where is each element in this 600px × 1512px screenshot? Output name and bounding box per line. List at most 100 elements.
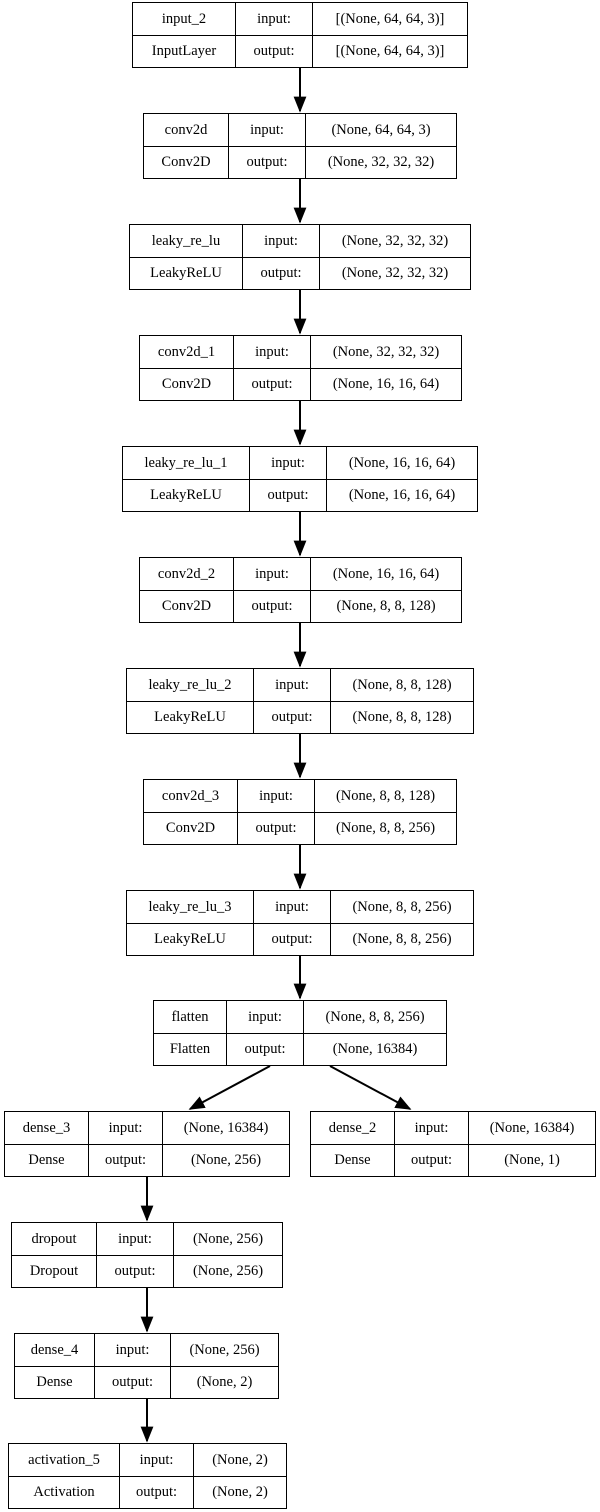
output-shape: (None, 1) <box>504 1152 560 1168</box>
input-shape: (None, 64, 64, 3) <box>331 121 431 138</box>
layer-class: Conv2D <box>140 590 234 622</box>
output-shape: (None, 2) <box>212 1484 268 1500</box>
layer-name: flatten <box>154 1001 227 1033</box>
output-shape: (None, 16, 16, 64) <box>332 376 440 392</box>
layer-class: LeakyReLU <box>130 257 243 289</box>
input-shape: (None, 16, 16, 64) <box>348 454 456 471</box>
input-label: input: <box>254 669 331 701</box>
layer-name: leaky_re_lu_1 <box>123 447 250 479</box>
output-label: output: <box>234 368 311 400</box>
input-shape: (None, 256) <box>189 1341 260 1358</box>
input-shape: (None, 32, 32, 32) <box>341 232 449 249</box>
input-label: input: <box>234 558 311 590</box>
output-label: output: <box>120 1476 194 1508</box>
output-label: output: <box>229 146 306 178</box>
input-label: input: <box>234 336 311 368</box>
layer-class: Dense <box>311 1144 395 1176</box>
layer-class: LeakyReLU <box>127 923 254 955</box>
input-label: input: <box>243 225 320 257</box>
output-shape: (None, 32, 32, 32) <box>327 154 435 170</box>
input-label: input: <box>89 1112 163 1144</box>
input-label: input: <box>254 891 331 923</box>
output-label: output: <box>238 812 315 844</box>
layer-name: leaky_re_lu_2 <box>127 669 254 701</box>
layer-name: dense_2 <box>311 1112 395 1144</box>
output-label: output: <box>227 1033 304 1065</box>
input-label: input: <box>120 1444 194 1476</box>
output-label: output: <box>95 1366 171 1398</box>
layer-class: LeakyReLU <box>123 479 250 511</box>
input-label: input: <box>238 780 315 812</box>
output-shape: (None, 8, 8, 256) <box>352 931 452 947</box>
input-label: input: <box>229 114 306 146</box>
input-shape: (None, 16384) <box>489 1119 575 1136</box>
output-shape: (None, 256) <box>192 1263 264 1279</box>
output-shape: (None, 8, 8, 256) <box>335 820 436 836</box>
layer-name: leaky_re_lu <box>130 225 243 257</box>
layer-name: leaky_re_lu_3 <box>127 891 254 923</box>
output-shape: (None, 256) <box>190 1152 262 1168</box>
input-label: input: <box>395 1112 469 1144</box>
edge-flatten-to-dense_3 <box>188 1065 271 1110</box>
output-label: output: <box>234 590 311 622</box>
layer-name: conv2d_1 <box>140 336 234 368</box>
output-label: output: <box>97 1255 174 1287</box>
input-shape: (None, 32, 32, 32) <box>332 343 440 360</box>
layer-name: activation_5 <box>9 1444 120 1476</box>
layer-class: Conv2D <box>144 812 238 844</box>
edge-flatten-to-dense_2 <box>329 1065 412 1110</box>
layer-class: Dropout <box>12 1255 97 1287</box>
input-label: input: <box>250 447 327 479</box>
output-label: output: <box>89 1144 163 1176</box>
input-shape: (None, 8, 8, 128) <box>335 787 436 804</box>
layer-name: conv2d_3 <box>144 780 238 812</box>
input-shape: (None, 16, 16, 64) <box>332 565 440 582</box>
output-shape: (None, 2) <box>196 1374 253 1390</box>
layer-name: conv2d_2 <box>140 558 234 590</box>
layer-class: Conv2D <box>140 368 234 400</box>
layer-class: LeakyReLU <box>127 701 254 733</box>
layer-name: input_2 <box>133 3 236 35</box>
input-shape: (None, 8, 8, 128) <box>352 676 452 693</box>
layer-name: conv2d <box>144 114 229 146</box>
input-shape: (None, 8, 8, 256) <box>325 1008 425 1025</box>
output-label: output: <box>243 257 320 289</box>
input-shape: (None, 8, 8, 256) <box>352 898 452 915</box>
output-shape: [(None, 64, 64, 3)] <box>335 43 445 59</box>
